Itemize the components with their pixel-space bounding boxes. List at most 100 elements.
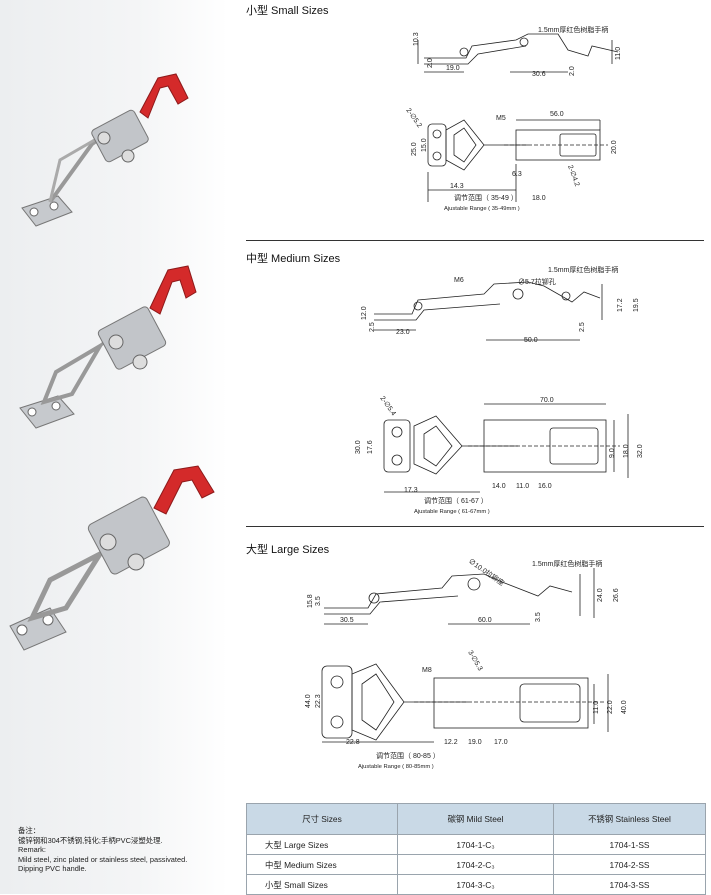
part-number-table: 尺寸 Sizes 碳钢 Mild Steel 不锈钢 Stainless Ste… [246, 803, 706, 895]
cell-stainless-steel: 1704-1-SS [553, 834, 706, 855]
small-sizes-title: 小型 Small Sizes [246, 5, 329, 17]
medium-dim-70-0: 70.0 [540, 397, 554, 404]
cell-size: 小型 Small Sizes [246, 874, 398, 895]
small-side-view: 1.5mm厚红色树脂手柄 10.3 2.0 19.0 30.6 2.0 11.0 [413, 25, 622, 78]
large-latch-photo [9, 465, 215, 651]
small-latch-photo [21, 73, 189, 227]
header-sizes: 尺寸 Sizes [246, 803, 398, 835]
small-dim-base: 2.0 [427, 58, 434, 68]
remark-en-line1: Mild steel, zinc plated or stainless ste… [18, 854, 188, 864]
table-row: 中型 Medium Sizes 1704-2-C₃ 1704-2-SS [246, 854, 706, 875]
medium-dim-2-5b: 2.5 [579, 322, 586, 332]
medium-range-cn: 调节范围（ 61-67 ） [424, 496, 488, 505]
small-dim-left: 19.0 [446, 65, 460, 72]
large-dim-11-0: 11.0 [593, 701, 600, 714]
large-dim-26-6: 26.6 [613, 588, 620, 602]
cell-mild-steel: 1704-1-C₃ [397, 834, 554, 855]
remark-note: 备注： 镀锌钢和304不锈钢,钝化;手柄PVC浸塑处理. Remark: Mil… [18, 826, 223, 874]
product-photo-panel: 备注： 镀锌钢和304不锈钢,钝化;手柄PVC浸塑处理. Remark: Mil… [0, 0, 228, 894]
medium-handle-note: 1.5mm厚红色树脂手柄 [548, 265, 618, 274]
medium-dim-19-5: 19.5 [633, 298, 640, 312]
small-thread-label: M5 [496, 115, 506, 122]
medium-thread-label: M6 [454, 277, 464, 284]
small-dim-14-3: 14.3 [450, 183, 464, 190]
divider-medium-large [246, 526, 704, 527]
large-dim-3-5a: 3.5 [315, 596, 322, 606]
medium-latch-photo [19, 265, 197, 429]
large-sizes-title: 大型 Large Sizes [246, 544, 330, 556]
medium-top-view: 2-∅5.4 70.0 30.0 17.6 9.0 18.0 32.0 14.0… [355, 395, 644, 515]
medium-dim-16-0: 16.0 [538, 483, 552, 490]
small-range-cn: 调节范围（ 35-49 ） [454, 193, 518, 202]
medium-side-view: M6 1.5mm厚红色树脂手柄 ∅5.7拉铆孔 12.0 2.5 23.0 50… [361, 265, 640, 344]
header-stainless-steel: 不锈钢 Stainless Steel [553, 803, 706, 835]
large-dim-22-8: 22.8 [346, 739, 360, 746]
large-dim-22-0: 22.0 [607, 700, 614, 714]
large-dim-44-0: 44.0 [305, 694, 312, 708]
medium-dim-32-0: 32.0 [637, 444, 644, 458]
medium-hole-label: 2-∅5.4 [378, 395, 396, 417]
medium-rivet-label: ∅5.7拉铆孔 [518, 277, 556, 286]
large-dim-24-0: 24.0 [597, 588, 604, 602]
medium-dim-11-0: 11.0 [516, 483, 529, 490]
cell-stainless-steel: 1704-2-SS [553, 854, 706, 875]
table-row: 大型 Large Sizes 1704-1-C₃ 1704-1-SS [246, 834, 706, 855]
small-range-en: Ajustable Range ( 35-49mm ) [444, 206, 520, 212]
small-dim-plate-h: 25.0 [411, 142, 418, 156]
small-hole2-label: 2-∅4.2 [566, 164, 580, 187]
remark-en-label: Remark: [18, 845, 46, 855]
medium-dim-17-2: 17.2 [617, 298, 624, 312]
medium-dim-17-6: 17.6 [367, 440, 374, 454]
medium-dim-50-0: 50.0 [524, 337, 538, 344]
large-dim-40-0: 40.0 [621, 700, 628, 714]
large-side-view: ∅10.0拉铆座 1.5mm厚红色树脂手柄 15.8 3.5 30.5 60.0… [307, 556, 620, 625]
large-rivet-label: ∅10.0拉铆座 [467, 556, 506, 587]
small-dim-18-0: 18.0 [532, 195, 546, 202]
cell-stainless-steel: 1704-3-SS [553, 874, 706, 895]
table-row: 小型 Small Sizes 1704-3-C₃ 1704-3-SS [246, 874, 706, 895]
small-handle-note: 1.5mm厚红色树脂手柄 [538, 25, 608, 34]
remark-cn-text: 镀锌钢和304不锈钢,钝化;手柄PVC浸塑处理. [18, 835, 163, 845]
medium-dim-9-0: 9.0 [609, 448, 616, 458]
large-dim-22-3: 22.3 [315, 694, 322, 708]
medium-dim-23-0: 23.0 [396, 329, 410, 336]
large-dim-15-8: 15.8 [307, 594, 314, 608]
medium-dim-30-0: 30.0 [355, 440, 362, 454]
large-hole-label: 3-∅5.3 [466, 650, 483, 673]
divider-small-medium [246, 240, 704, 241]
cell-mild-steel: 1704-2-C₃ [397, 854, 554, 875]
small-dim-6-3: 6.3 [512, 171, 522, 178]
large-dim-30-5: 30.5 [340, 617, 354, 624]
medium-dim-17-3: 17.3 [404, 487, 418, 494]
large-dim-12-2: 12.2 [444, 739, 458, 746]
medium-dim-14-0: 14.0 [492, 483, 506, 490]
small-dim-length: 56.0 [550, 111, 564, 118]
medium-dim-12-0: 12.0 [361, 306, 368, 320]
large-range-cn: 调节范围（ 80-85 ） [376, 751, 440, 760]
table-header-row: 尺寸 Sizes 碳钢 Mild Steel 不锈钢 Stainless Ste… [246, 803, 706, 835]
header-mild-steel: 碳钢 Mild Steel [397, 803, 554, 835]
large-dim-19-0: 19.0 [468, 739, 482, 746]
large-range-en: Ajustable Range ( 80-85mm ) [358, 764, 434, 770]
small-dim-height: 10.3 [413, 32, 420, 46]
cell-mild-steel: 1704-3-C₃ [397, 874, 554, 895]
medium-sizes-title: 中型 Medium Sizes [246, 253, 341, 265]
small-dim-body-h: 20.0 [611, 140, 618, 154]
cell-size: 大型 Large Sizes [246, 834, 398, 855]
small-hole-label: 2-∅5.2 [404, 107, 422, 129]
small-dim-right: 2.0 [569, 66, 576, 76]
small-dim-mid: 30.6 [532, 71, 546, 78]
technical-drawings: 小型 Small Sizes 1.5mm厚红色树脂手柄 10.3 2.0 19.… [228, 0, 711, 894]
medium-dim-2-5a: 2.5 [369, 322, 376, 332]
small-dim-plate-inner: 15.0 [421, 138, 428, 152]
large-dim-17-0: 17.0 [494, 739, 508, 746]
remark-cn-label: 备注： [18, 826, 41, 835]
large-dim-3-5b: 3.5 [535, 612, 542, 622]
medium-range-en: Ajustable Range ( 61-67mm ) [414, 509, 490, 515]
large-handle-note: 1.5mm厚红色树脂手柄 [532, 559, 602, 568]
remark-en-line2: Dipping PVC handle. [18, 864, 87, 874]
medium-dim-18-0: 18.0 [623, 444, 630, 458]
small-dim-handle: 11.0 [615, 47, 622, 60]
large-top-view: M8 3-∅5.3 44.0 22.3 11.0 22.0 40.0 22.8 … [305, 650, 628, 771]
small-top-view: 2-∅5.2 M5 56.0 25.0 15.0 20.0 6.3 2-∅4.2… [404, 107, 618, 212]
